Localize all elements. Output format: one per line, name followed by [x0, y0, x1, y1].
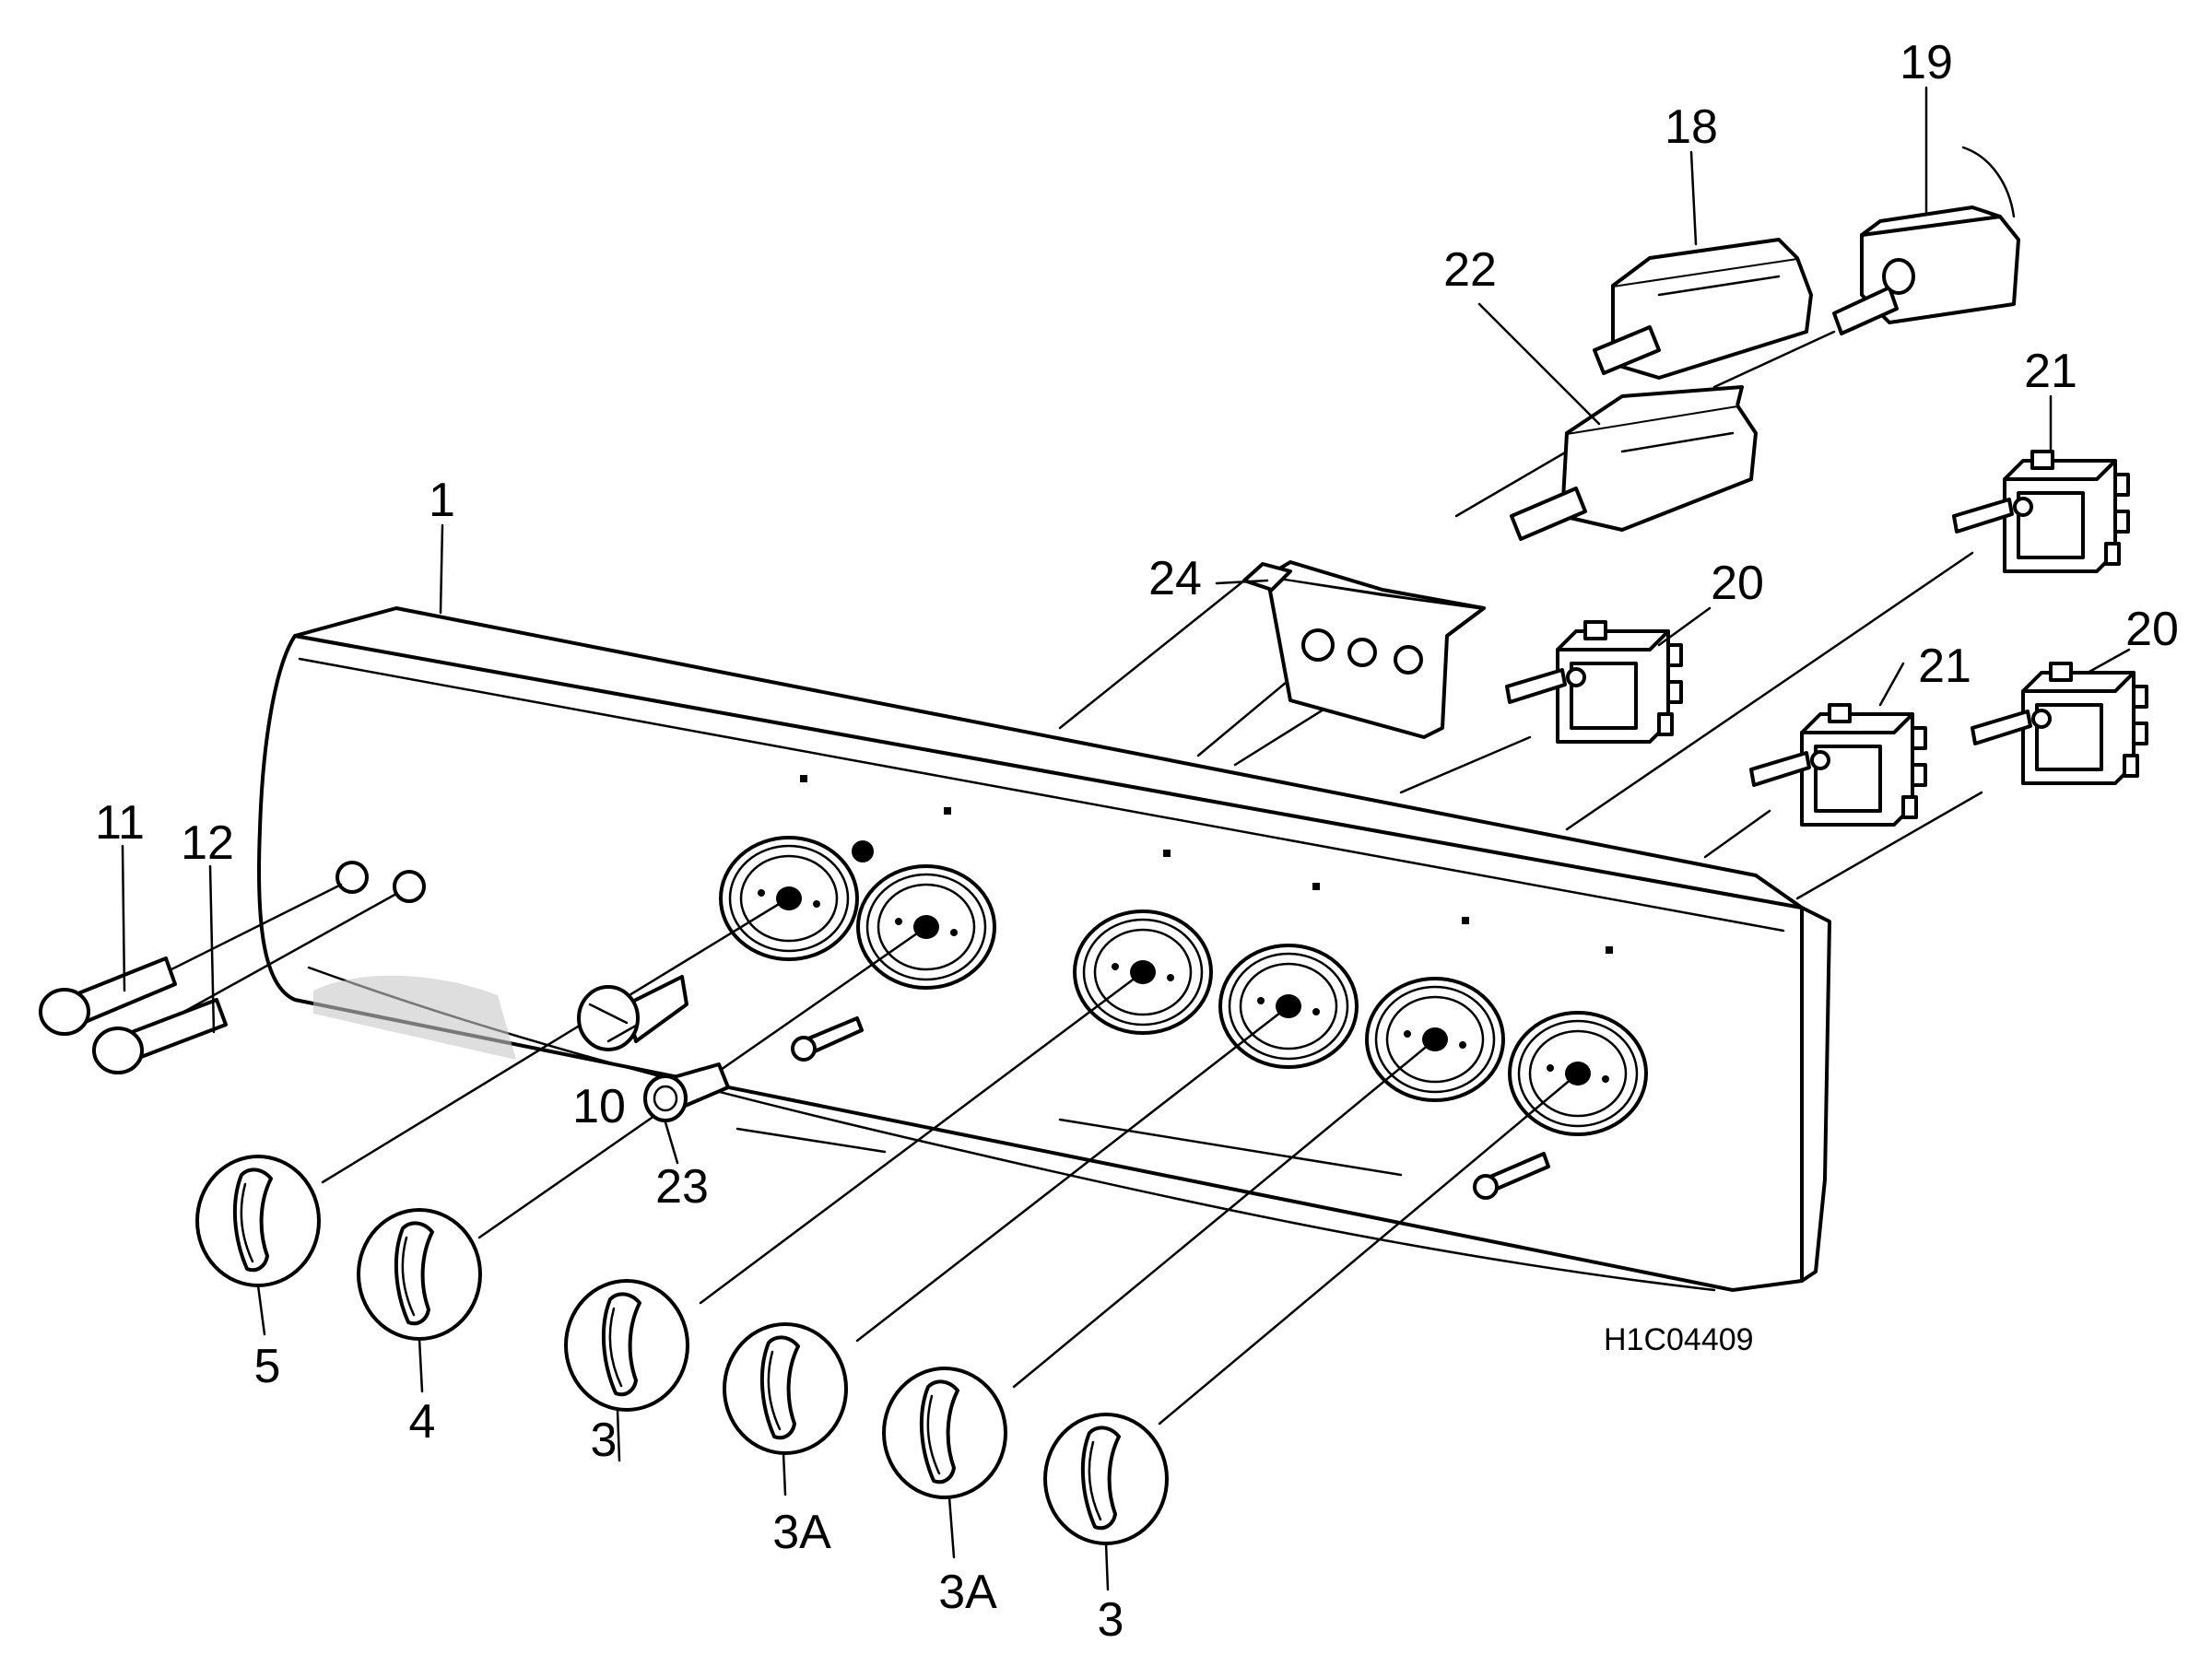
- callout-3A-left: 3A: [772, 1506, 831, 1559]
- control-bezels: [719, 836, 1648, 1136]
- knob-3-right: [1043, 1413, 1169, 1545]
- rear-connector-lines: [1058, 330, 1983, 900]
- part-23-bushing: [643, 1062, 730, 1122]
- callout-3A-right: 3A: [938, 1566, 997, 1619]
- knob-3A-left: [723, 1322, 848, 1455]
- callout-3-right: 3: [1098, 1593, 1124, 1647]
- callout-1: 1: [429, 474, 455, 527]
- knob-5: [195, 1155, 321, 1287]
- callout-5: 5: [254, 1340, 281, 1393]
- drawing-code: H1C04409: [1604, 1322, 1754, 1357]
- callout-12: 12: [181, 816, 234, 870]
- screws: [791, 1016, 1550, 1200]
- callout-21-upper: 21: [2024, 345, 2077, 398]
- callout-3-left: 3: [591, 1414, 618, 1467]
- callout-23: 23: [655, 1160, 709, 1214]
- part-19-thermostat: [1832, 146, 2020, 335]
- callout-10: 10: [572, 1080, 626, 1133]
- knob-3-left: [564, 1279, 689, 1412]
- callout-labels: 1 3 3 3A 3A 4 5 10 11 12 18 19 20 20 21 …: [95, 36, 2179, 1647]
- part-21-switch-upper: [1952, 450, 2130, 573]
- callout-22: 22: [1443, 243, 1497, 297]
- part-20-switch-upper: [1505, 620, 1683, 744]
- callout-20-lower: 20: [2125, 603, 2179, 656]
- callout-21-lower: 21: [1918, 640, 1971, 693]
- callout-19: 19: [1900, 36, 1953, 89]
- part-22-selector: [1510, 385, 1758, 541]
- callout-24: 24: [1148, 552, 1202, 605]
- part-18-switch: [1593, 238, 1813, 380]
- retaining-clips: [335, 861, 426, 903]
- callout-4: 4: [409, 1395, 436, 1449]
- part-20-switch-lower: [1971, 662, 2148, 785]
- callout-20-upper: 20: [1711, 557, 1764, 610]
- callout-18: 18: [1665, 100, 1718, 154]
- parts-11-12-lamps: [39, 956, 228, 1074]
- callout-leaders: [121, 86, 2131, 1591]
- control-panel: [257, 606, 1831, 1292]
- knob-4: [357, 1208, 482, 1341]
- knob-3A-right: [882, 1367, 1007, 1499]
- panel-indicator-dots: [800, 775, 1613, 954]
- callout-11: 11: [95, 796, 145, 850]
- part-21-switch-lower: [1749, 703, 1927, 827]
- part-24-bracket: [1242, 560, 1486, 739]
